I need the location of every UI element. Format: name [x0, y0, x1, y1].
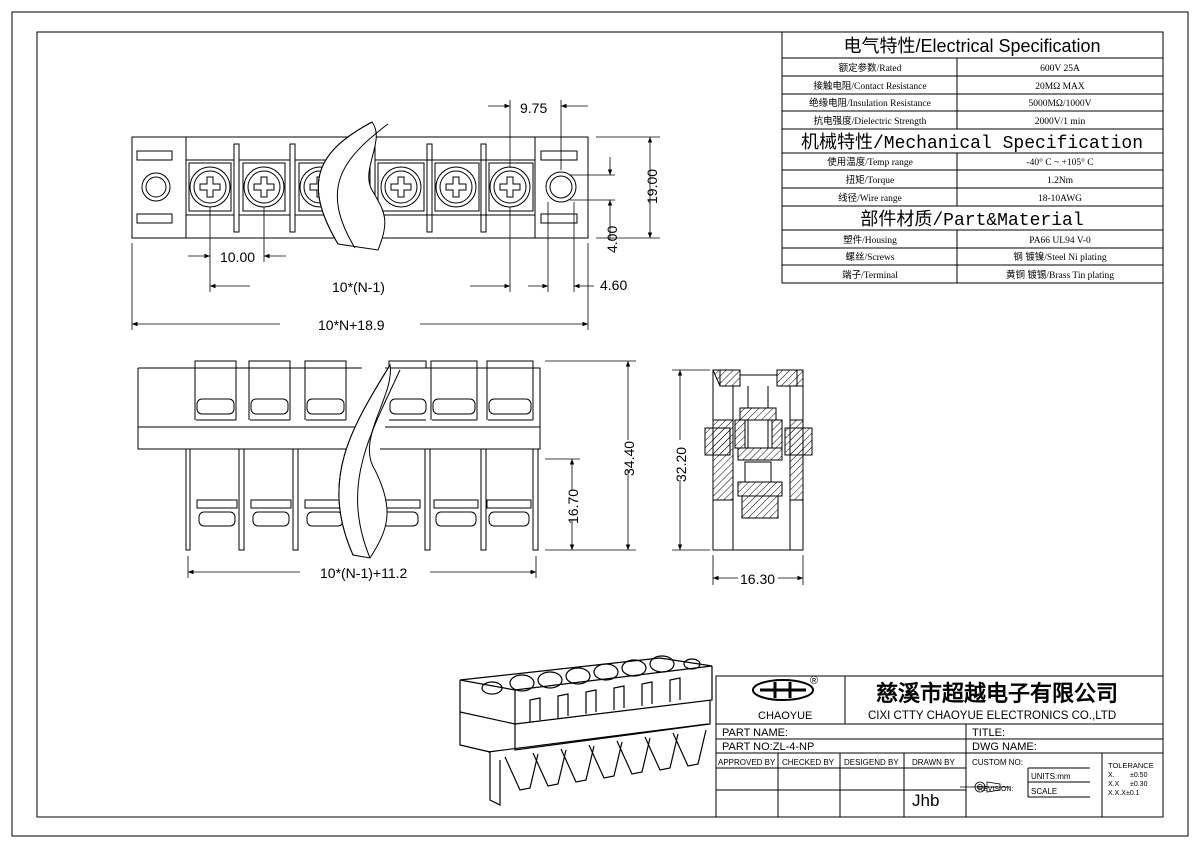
- spec-label: 端子/Terminal: [842, 269, 898, 281]
- dim-label: 10*(N-1)+11.2: [320, 565, 408, 581]
- outer-border: [11, 11, 1189, 837]
- spec-label: 接触电阻/Contact Resistance: [813, 80, 926, 92]
- slot: [304, 368, 347, 421]
- spec-value: 黄铜 镀锡/Brass Tin plating: [1006, 269, 1114, 281]
- screw-icon: [488, 162, 534, 212]
- dim-label: 16.70: [565, 489, 581, 524]
- dim-label: 4.00: [604, 226, 620, 253]
- units: UNITS:mm: [1031, 772, 1071, 781]
- spec-label: 抗电强度/Dielectric Strength: [814, 115, 927, 127]
- slot: [389, 398, 427, 421]
- slot: [430, 368, 478, 421]
- part-name-label: PART NAME:: [722, 727, 788, 739]
- top-view: [131, 121, 589, 251]
- title-label: TITLE:: [972, 727, 1005, 739]
- tolerance-key: X.X: [1108, 781, 1120, 788]
- spec-label: 使用温度/Temp range: [827, 156, 913, 168]
- spec-value: 2000V/1 min: [1035, 117, 1086, 127]
- part-no: PART NO:ZL-4-NP: [722, 741, 814, 753]
- projection-symbol-icon: [960, 781, 1010, 793]
- dim-label: 10*N+18.9: [318, 317, 385, 333]
- logo-text: CHAOYUE: [758, 710, 812, 722]
- drawn-by: DRAWN BY: [912, 758, 955, 767]
- tolerance-key: X.: [1108, 772, 1115, 779]
- dim-label: 4.60: [600, 277, 627, 293]
- slot: [194, 368, 237, 421]
- dim-label: 10*(N-1): [332, 279, 385, 295]
- tolerance-key: X.X.X: [1108, 790, 1126, 797]
- front-view-dim-labels: 34.40 16.70 10*(N-1)+11.2: [320, 441, 637, 581]
- company-name-cn: 慈溪市超越电子有限公司: [876, 681, 1118, 706]
- material-spec-title: 部件材质/Part&Material: [860, 209, 1083, 231]
- top-view-dim-labels: 9.75 19.00 4.00 10.00 10*(N-1) 4.60 10*N…: [220, 100, 660, 333]
- electrical-spec-title: 电气特性/Electrical Specification: [843, 36, 1100, 56]
- screw-icon: [242, 162, 286, 212]
- side-view-dim-labels: 32.20 16.30: [673, 447, 775, 587]
- isometric-view: [459, 655, 713, 806]
- drawer-name: Jhb: [912, 791, 939, 810]
- company-logo: [752, 679, 814, 701]
- dim-label: 10.00: [220, 249, 255, 265]
- dim-label: 9.75: [520, 100, 547, 116]
- dim-label: 32.20: [673, 447, 689, 482]
- revision: REVISION:: [978, 786, 1013, 793]
- spec-label: 线径/Wire range: [838, 192, 902, 204]
- mechanical-spec-title: 机械特性/Mechanical Specification: [801, 132, 1143, 154]
- front-view-dimensions: [187, 360, 636, 578]
- title-block: [715, 675, 1164, 818]
- title-block-text: ® CHAOYUE 慈溪市超越电子有限公司 CIXI CTTY CHAOYUE …: [718, 675, 1154, 810]
- inner-border: [36, 31, 1164, 818]
- top-view-dimensions: [131, 100, 660, 330]
- tolerance-value: ±0.1: [1126, 790, 1140, 797]
- slot: [248, 368, 291, 421]
- spec-value: -40° C ~ +105° C: [1026, 157, 1093, 168]
- front-view: [137, 360, 541, 559]
- spec-label: 塑件/Housing: [843, 234, 897, 246]
- spec-value: 600V 25A: [1040, 64, 1080, 74]
- tolerance-value: ±0.50: [1130, 772, 1148, 779]
- screw-icon: [188, 162, 232, 212]
- scale: SCALE: [1031, 787, 1057, 796]
- slot: [486, 368, 534, 421]
- dim-label: 34.40: [621, 441, 637, 476]
- logo-registered-mark: ®: [810, 675, 818, 687]
- tolerance-title: TOLERANCE: [1108, 761, 1154, 770]
- spec-value: 5000MΩ/1000V: [1028, 99, 1091, 109]
- dim-label: 16.30: [740, 571, 775, 587]
- dim-label: 19.00: [644, 169, 660, 204]
- designed-by: DESIGEND BY: [844, 758, 899, 767]
- spec-value: PA66 UL94 V-0: [1029, 236, 1091, 246]
- approved-by: APPROVED BY: [718, 758, 776, 767]
- spec-table: [781, 31, 1164, 284]
- spec-value: 20MΩ MAX: [1035, 82, 1085, 92]
- checked-by: CHECKED BY: [782, 758, 835, 767]
- spec-label: 额定参数/Rated: [839, 62, 902, 74]
- spec-value: 18-10AWG: [1038, 194, 1082, 204]
- dwg-name-label: DWG NAME:: [972, 741, 1037, 753]
- spec-value: 1.2Nm: [1047, 176, 1074, 186]
- side-section-view: [704, 369, 813, 551]
- custom-no: CUSTOM NO:: [972, 758, 1023, 767]
- side-view-dimensions: [672, 369, 804, 585]
- spec-label: 绝缘电阻/Insulation Resistance: [809, 97, 931, 109]
- spec-table-text: 电气特性/Electrical Specification 额定参数/Rated…: [801, 36, 1143, 281]
- tolerance-value: ±0.30: [1130, 781, 1148, 788]
- spec-label: 螺丝/Screws: [845, 251, 894, 263]
- spec-label: 扭矩/Torque: [846, 174, 894, 186]
- screw-icon: [377, 162, 425, 212]
- spec-value: 钢 镀镍/Steel Ni plating: [1013, 251, 1106, 263]
- company-name-en: CIXI CTTY CHAOYUE ELECTRONICS CO.,LTD: [868, 710, 1116, 722]
- screw-icon: [434, 162, 480, 212]
